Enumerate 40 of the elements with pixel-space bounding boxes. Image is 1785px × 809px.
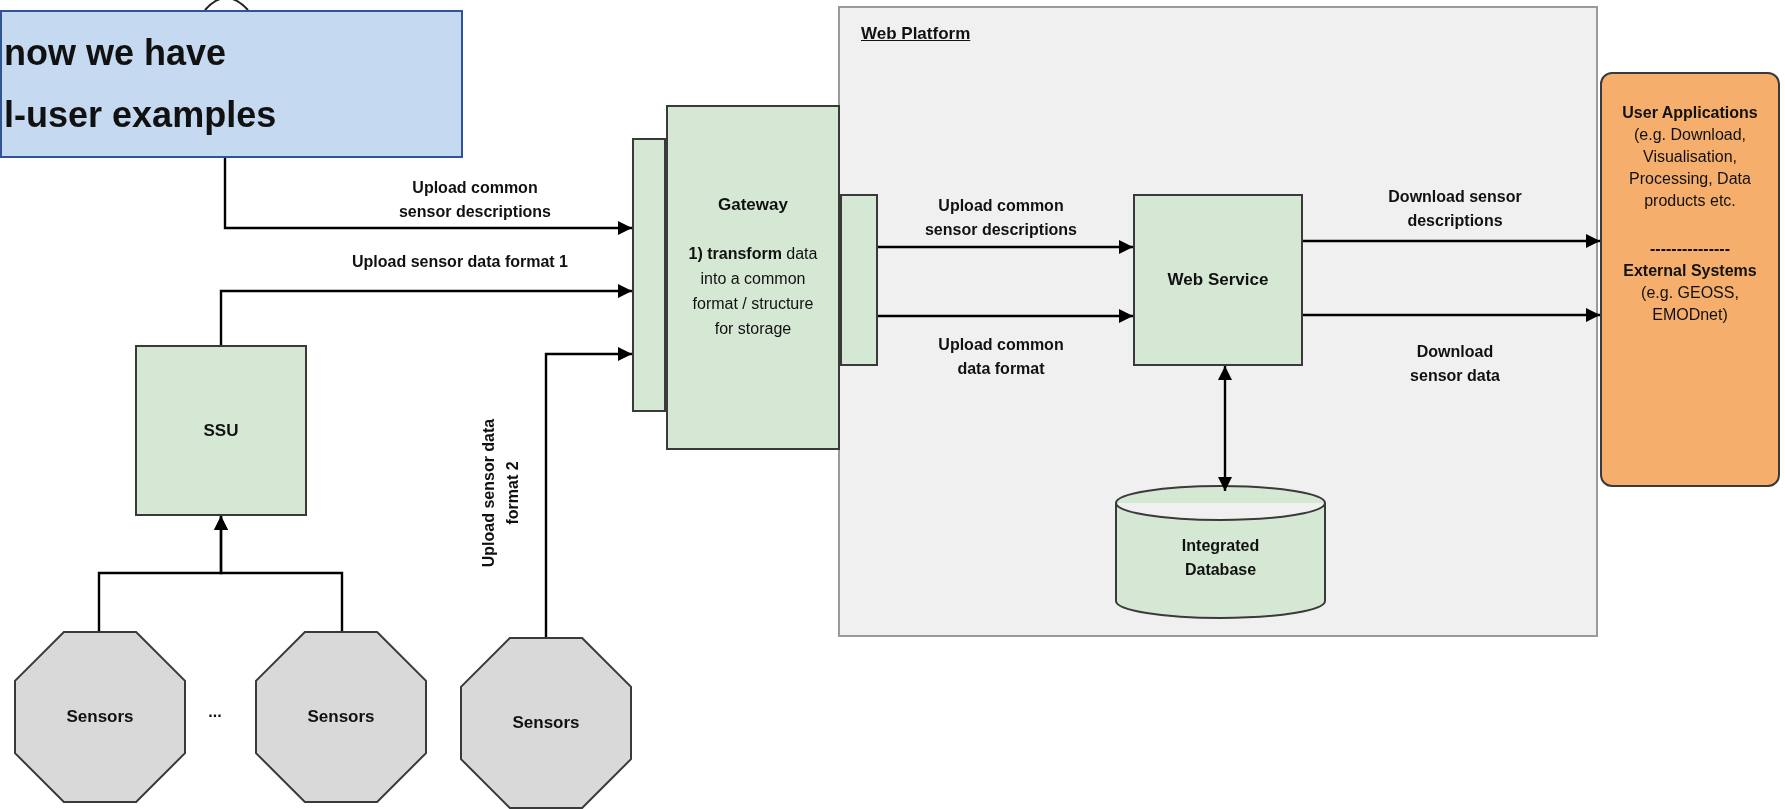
callout-text: now we have l-user examples bbox=[3, 31, 278, 137]
application-box bbox=[1600, 72, 1780, 487]
arrow bbox=[214, 516, 344, 631]
platform-panel bbox=[838, 6, 1598, 637]
ellipsis-text: ... bbox=[207, 703, 223, 721]
edge-label: Upload common sensor descriptions bbox=[397, 178, 552, 222]
side-box bbox=[840, 194, 878, 366]
edge-label: Upload sensor data format 1 bbox=[350, 252, 569, 272]
box-description: 1) transform data into a common format / structure for storage bbox=[687, 244, 819, 339]
box-heading: External Systems bbox=[1622, 261, 1758, 281]
box-heading: User Applications bbox=[1621, 103, 1759, 123]
arrow bbox=[878, 309, 1133, 323]
process-box bbox=[1133, 194, 1303, 366]
gateway-box bbox=[666, 105, 840, 450]
edge-label: Upload common data format bbox=[937, 335, 1065, 379]
process-box bbox=[135, 345, 307, 516]
edge-label: Download sensor data bbox=[1409, 342, 1501, 386]
arrow bbox=[1218, 366, 1232, 491]
octagon-label: Sensors bbox=[65, 706, 135, 728]
arrow bbox=[1303, 308, 1600, 322]
panel-title: Web Platform bbox=[861, 24, 971, 44]
box-label: Web Service bbox=[1167, 269, 1269, 291]
arrow bbox=[878, 240, 1133, 254]
cylinder-label: Integrated Database bbox=[1180, 536, 1261, 580]
edge-label: Upload sensor data format 2 bbox=[478, 417, 521, 570]
box-heading: Gateway bbox=[717, 194, 789, 216]
box-heading: --------------- bbox=[1649, 239, 1731, 259]
arrow bbox=[223, 158, 632, 235]
box-label: SSU bbox=[203, 419, 239, 442]
box-description: (e.g. Download, Visualisation, Processing, Data products etc. bbox=[1628, 125, 1752, 211]
octagon-label: Sensors bbox=[306, 706, 376, 728]
box-description: (e.g. GEOSS, EMODnet) bbox=[1640, 283, 1740, 325]
edge-label: Upload common sensor descriptions bbox=[923, 196, 1078, 240]
callout-box bbox=[0, 10, 463, 158]
arrow bbox=[219, 284, 632, 345]
arrow bbox=[544, 347, 632, 637]
edge-label: Download sensor descriptions bbox=[1387, 187, 1523, 231]
side-box bbox=[632, 138, 666, 412]
octagon-label: Sensors bbox=[511, 712, 581, 734]
arrow bbox=[1303, 234, 1600, 248]
